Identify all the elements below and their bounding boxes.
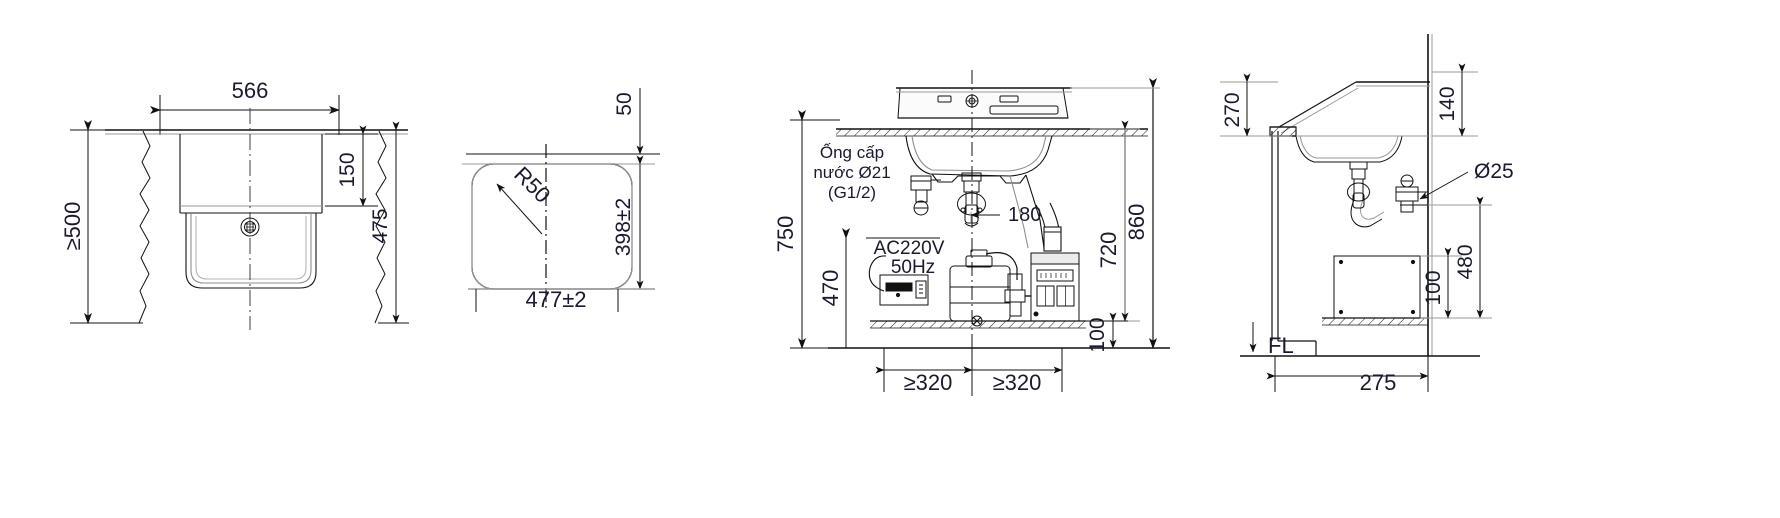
waste-pipe	[1035, 202, 1062, 252]
power-socket	[868, 255, 929, 306]
dim-label-270: 270	[1221, 92, 1244, 127]
basin-side-profile	[1295, 135, 1428, 163]
leader-r50	[496, 183, 543, 235]
dim-label-475: 475	[369, 208, 392, 243]
dim-label-500: ≥500	[60, 202, 85, 251]
angle-stop-valve	[910, 175, 941, 216]
counter-hatch-band-top	[836, 128, 1148, 137]
dim-label-r50: R50	[509, 162, 555, 208]
basin-cutout-outline	[471, 163, 633, 290]
counter-top-line	[105, 129, 408, 135]
dim-label-398: 398±2	[612, 198, 635, 256]
dim-860-final	[1070, 78, 1160, 349]
dim-label-480: 480	[1454, 244, 1477, 279]
dim-height-500	[70, 120, 112, 324]
dim-label-180: 180	[1008, 204, 1041, 226]
dim-label-50: 50	[613, 92, 636, 115]
dim-label-d25: Ø25	[1474, 160, 1514, 183]
equipment-cabinet	[1333, 255, 1421, 319]
dim-275	[1266, 356, 1429, 392]
dim-470	[842, 228, 940, 348]
water-supply-line-3: (G1/2)	[828, 183, 876, 202]
water-supply-line-2: nước Ø21	[813, 163, 890, 182]
dim-100-view4	[1420, 247, 1462, 319]
power-note-line-1: AC220V	[874, 238, 945, 259]
dim-750	[790, 110, 840, 349]
basin-body	[179, 134, 323, 289]
dim-apron-150	[325, 125, 378, 207]
view-front-elevation: 566	[60, 78, 409, 330]
dim-label-566: 566	[232, 78, 269, 103]
dim-270	[1220, 73, 1292, 137]
dim-label-720: 720	[1096, 232, 1121, 269]
floor-side	[1240, 317, 1480, 357]
wall-valve	[1395, 174, 1428, 213]
view-side-section: FL 270 140 Ø25 100	[1220, 34, 1514, 395]
dim-label-clearance-right: ≥320	[993, 370, 1042, 395]
leader-d25	[1419, 171, 1469, 200]
floor-level-label: FL	[1268, 333, 1294, 358]
counter-slab-side	[1278, 81, 1430, 134]
dim-label-860: 860	[1124, 204, 1149, 241]
dim-clearances-view3	[875, 348, 1063, 392]
dim-label-275: 275	[1360, 370, 1397, 395]
upper-unit	[896, 87, 1072, 119]
dim-480	[1428, 196, 1492, 319]
dim-label-clearance-left: ≥320	[904, 370, 953, 395]
water-supply-line-1: Ống cấp	[820, 142, 884, 162]
dim-label-477: 477±2	[525, 287, 586, 312]
power-note-line-2: 50Hz	[891, 257, 935, 278]
dim-trap-180	[970, 211, 1000, 222]
dim-720	[1090, 128, 1140, 322]
basin-cutout-outline-inner	[471, 163, 633, 290]
view-front-installation: Ống cấp nước Ø21 (G1/2) AC220V 50Hz 180	[773, 70, 1170, 400]
dim-label-140: 140	[1436, 86, 1459, 121]
dim-label-470: 470	[818, 270, 843, 307]
view-top-plan: R50 50 398±2 477±2	[462, 88, 660, 312]
dim-label-150: 150	[336, 152, 359, 187]
dim-label-100-view4: 100	[1422, 270, 1445, 305]
water-heater-tank	[949, 249, 1040, 327]
basin-under-counter	[905, 135, 1053, 249]
support-post	[1269, 126, 1317, 356]
control-unit	[1030, 252, 1080, 322]
break-line-right	[374, 130, 387, 324]
dim-label-750: 750	[773, 216, 798, 253]
power-note: AC220V 50Hz	[874, 238, 945, 278]
dim-width-477	[475, 289, 619, 312]
floor-hatch-band	[870, 320, 1086, 329]
dim-depth-398	[632, 155, 652, 290]
trap-side	[1347, 161, 1385, 228]
dim-140	[1432, 63, 1478, 137]
dim-100-view3	[1086, 312, 1128, 349]
break-line-left	[138, 130, 151, 324]
dim-label-100-view3: 100	[1086, 317, 1109, 352]
water-supply-note: Ống cấp nước Ø21 (G1/2)	[813, 142, 890, 202]
